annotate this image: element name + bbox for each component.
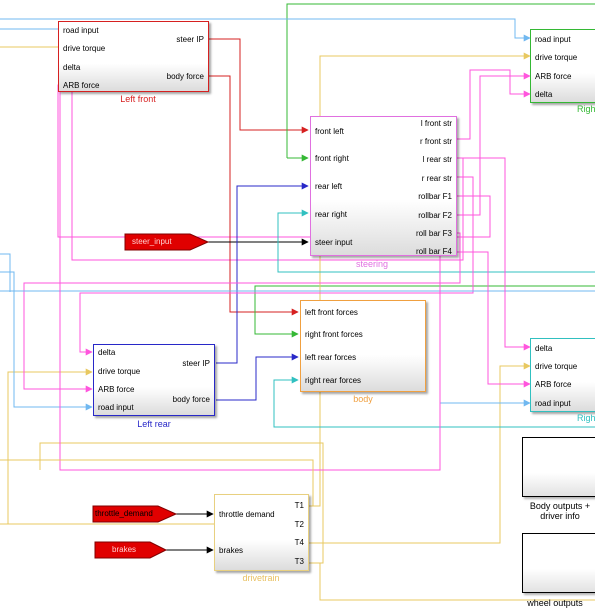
body-in-left-rear-forces[interactable]: left rear forces [305, 353, 357, 362]
wire-dt-lr-branch [7, 368, 93, 524]
steer-out-rollbar-f4[interactable]: roll bar F4 [415, 247, 452, 256]
left-front-caption: Left front [120, 94, 156, 104]
rr-in-drive-torque[interactable]: drive torque [535, 362, 578, 371]
dt-in-throttle-demand[interactable]: throttle demand [219, 510, 275, 519]
steer-out-l-front-str[interactable]: l front str [420, 119, 452, 128]
wire-rr-steer [277, 209, 595, 273]
right-front-caption: Righ [577, 104, 595, 114]
lf-in-drive-torque[interactable]: drive torque [63, 44, 106, 53]
left-front-block[interactable]: road input drive torque delta ARB force … [58, 21, 209, 92]
wire-delta-rr [457, 157, 531, 351]
wire-yellow-bottom [309, 562, 595, 601]
right-front-block[interactable]: road input drive torque ARB force delta [530, 29, 595, 103]
wire-road-input-rr [0, 253, 530, 403]
wire-arb-rf [457, 72, 531, 216]
body-in-left-front-forces[interactable]: left front forces [305, 308, 358, 317]
lf-in-delta[interactable]: delta [63, 63, 81, 72]
body-in-right-rear-forces[interactable]: right rear forces [305, 376, 362, 385]
steer-out-rollbar-f2[interactable]: rollbar F2 [418, 211, 452, 220]
body-outputs-caption: Body outputs + driver info [529, 501, 591, 521]
rf-in-road-input[interactable]: road input [535, 35, 571, 44]
wire-body-force-lr [216, 353, 299, 401]
lr-in-drive-torque[interactable]: drive torque [98, 367, 141, 376]
lr-out-steer-ip[interactable]: steer IP [182, 359, 210, 368]
body-in-right-front-forces[interactable]: right front forces [305, 330, 363, 339]
steer-out-rollbar-f1[interactable]: rollbar F1 [418, 192, 452, 201]
wire-steer-ip-lf [209, 38, 309, 134]
wire-drive-torque-rr [309, 362, 531, 544]
wire-lr-steer [216, 182, 309, 364]
wire-road-input-rf [0, 18, 531, 42]
dt-out-t3[interactable]: T3 [294, 557, 304, 566]
wire-yellow-t1 [0, 459, 314, 507]
steer-out-r-rear-str[interactable]: r rear str [421, 174, 452, 183]
lr-in-delta[interactable]: delta [98, 348, 116, 357]
lr-out-body-force[interactable]: body force [172, 395, 210, 404]
dt-out-t2[interactable]: T2 [294, 520, 304, 529]
rf-in-drive-torque[interactable]: drive torque [535, 53, 578, 62]
steer-in-rear-left[interactable]: rear left [315, 182, 343, 191]
rr-in-delta[interactable]: delta [535, 344, 553, 353]
lf-in-road-input[interactable]: road input [63, 26, 99, 35]
body-block[interactable]: left front forces right front forces lef… [300, 300, 426, 392]
drivetrain-block[interactable]: throttle demand brakes T1 T2 T4 T3 [214, 494, 309, 571]
rr-in-arb-force[interactable]: ARB force [535, 380, 572, 389]
lf-out-steer-ip[interactable]: steer IP [176, 35, 204, 44]
lf-in-arb-force[interactable]: ARB force [63, 81, 100, 90]
rf-in-arb-force[interactable]: ARB force [535, 72, 572, 81]
steer-input-tag-shape[interactable] [124, 233, 210, 251]
brakes-tag-shape[interactable] [94, 541, 168, 559]
wheel-outputs-caption: wheel outputs [527, 598, 583, 608]
steer-in-steer-input[interactable]: steer input [315, 238, 353, 247]
left-rear-caption: Left rear [137, 419, 171, 429]
rf-in-delta[interactable]: delta [535, 90, 553, 99]
wire-rr-cyan-body [273, 376, 595, 428]
wire-rf-green-body [254, 285, 595, 338]
steer-out-r-front-str[interactable]: r front str [419, 137, 452, 146]
left-rear-block[interactable]: delta drive torque ARB force road input … [93, 344, 215, 416]
wire-road-input-lr [0, 271, 93, 411]
body-outputs-block[interactable] [522, 437, 595, 497]
brakes-tag[interactable]: brakes [112, 545, 137, 554]
wire-delta-lr [79, 176, 474, 356]
steering-block[interactable]: front left front right rear left rear ri… [310, 116, 457, 256]
steer-in-front-right[interactable]: front right [315, 154, 349, 163]
lr-in-road-input[interactable]: road input [98, 403, 134, 412]
steer-out-rollbar-f3[interactable]: roll bar F3 [415, 229, 452, 238]
lr-in-arb-force[interactable]: ARB force [98, 385, 135, 394]
steer-out-l-rear-str[interactable]: l rear str [422, 155, 452, 164]
wire-body-force-lf [209, 75, 299, 316]
steer-in-front-left[interactable]: front left [315, 127, 344, 136]
wire-arb-rr [457, 251, 531, 388]
steering-caption: steering [355, 259, 389, 269]
throttle-demand-tag-shape[interactable] [92, 505, 178, 523]
wheel-outputs-block[interactable] [522, 533, 595, 593]
steer-input-tag[interactable]: steer_input [132, 237, 172, 246]
wire-arb-lr [23, 232, 461, 393]
right-rear-caption: Righ [577, 413, 595, 423]
steer-in-rear-right[interactable]: rear right [315, 210, 348, 219]
dt-out-t4[interactable]: T4 [294, 538, 304, 547]
wire-delta-rf [457, 69, 531, 140]
rr-in-road-input[interactable]: road input [535, 399, 571, 408]
dt-in-brakes[interactable]: brakes [219, 546, 244, 555]
dt-out-t1[interactable]: T1 [294, 501, 304, 510]
right-rear-block[interactable]: delta drive torque ARB force road input [530, 338, 595, 412]
wire-drive-torque-rf [309, 52, 531, 507]
lf-out-body-force[interactable]: body force [166, 72, 204, 81]
throttle-demand-tag[interactable]: throttle_demand [95, 509, 153, 518]
wire-top-green [286, 3, 595, 158]
drivetrain-caption: drivetrain [242, 573, 280, 583]
body-caption: body [353, 394, 373, 404]
